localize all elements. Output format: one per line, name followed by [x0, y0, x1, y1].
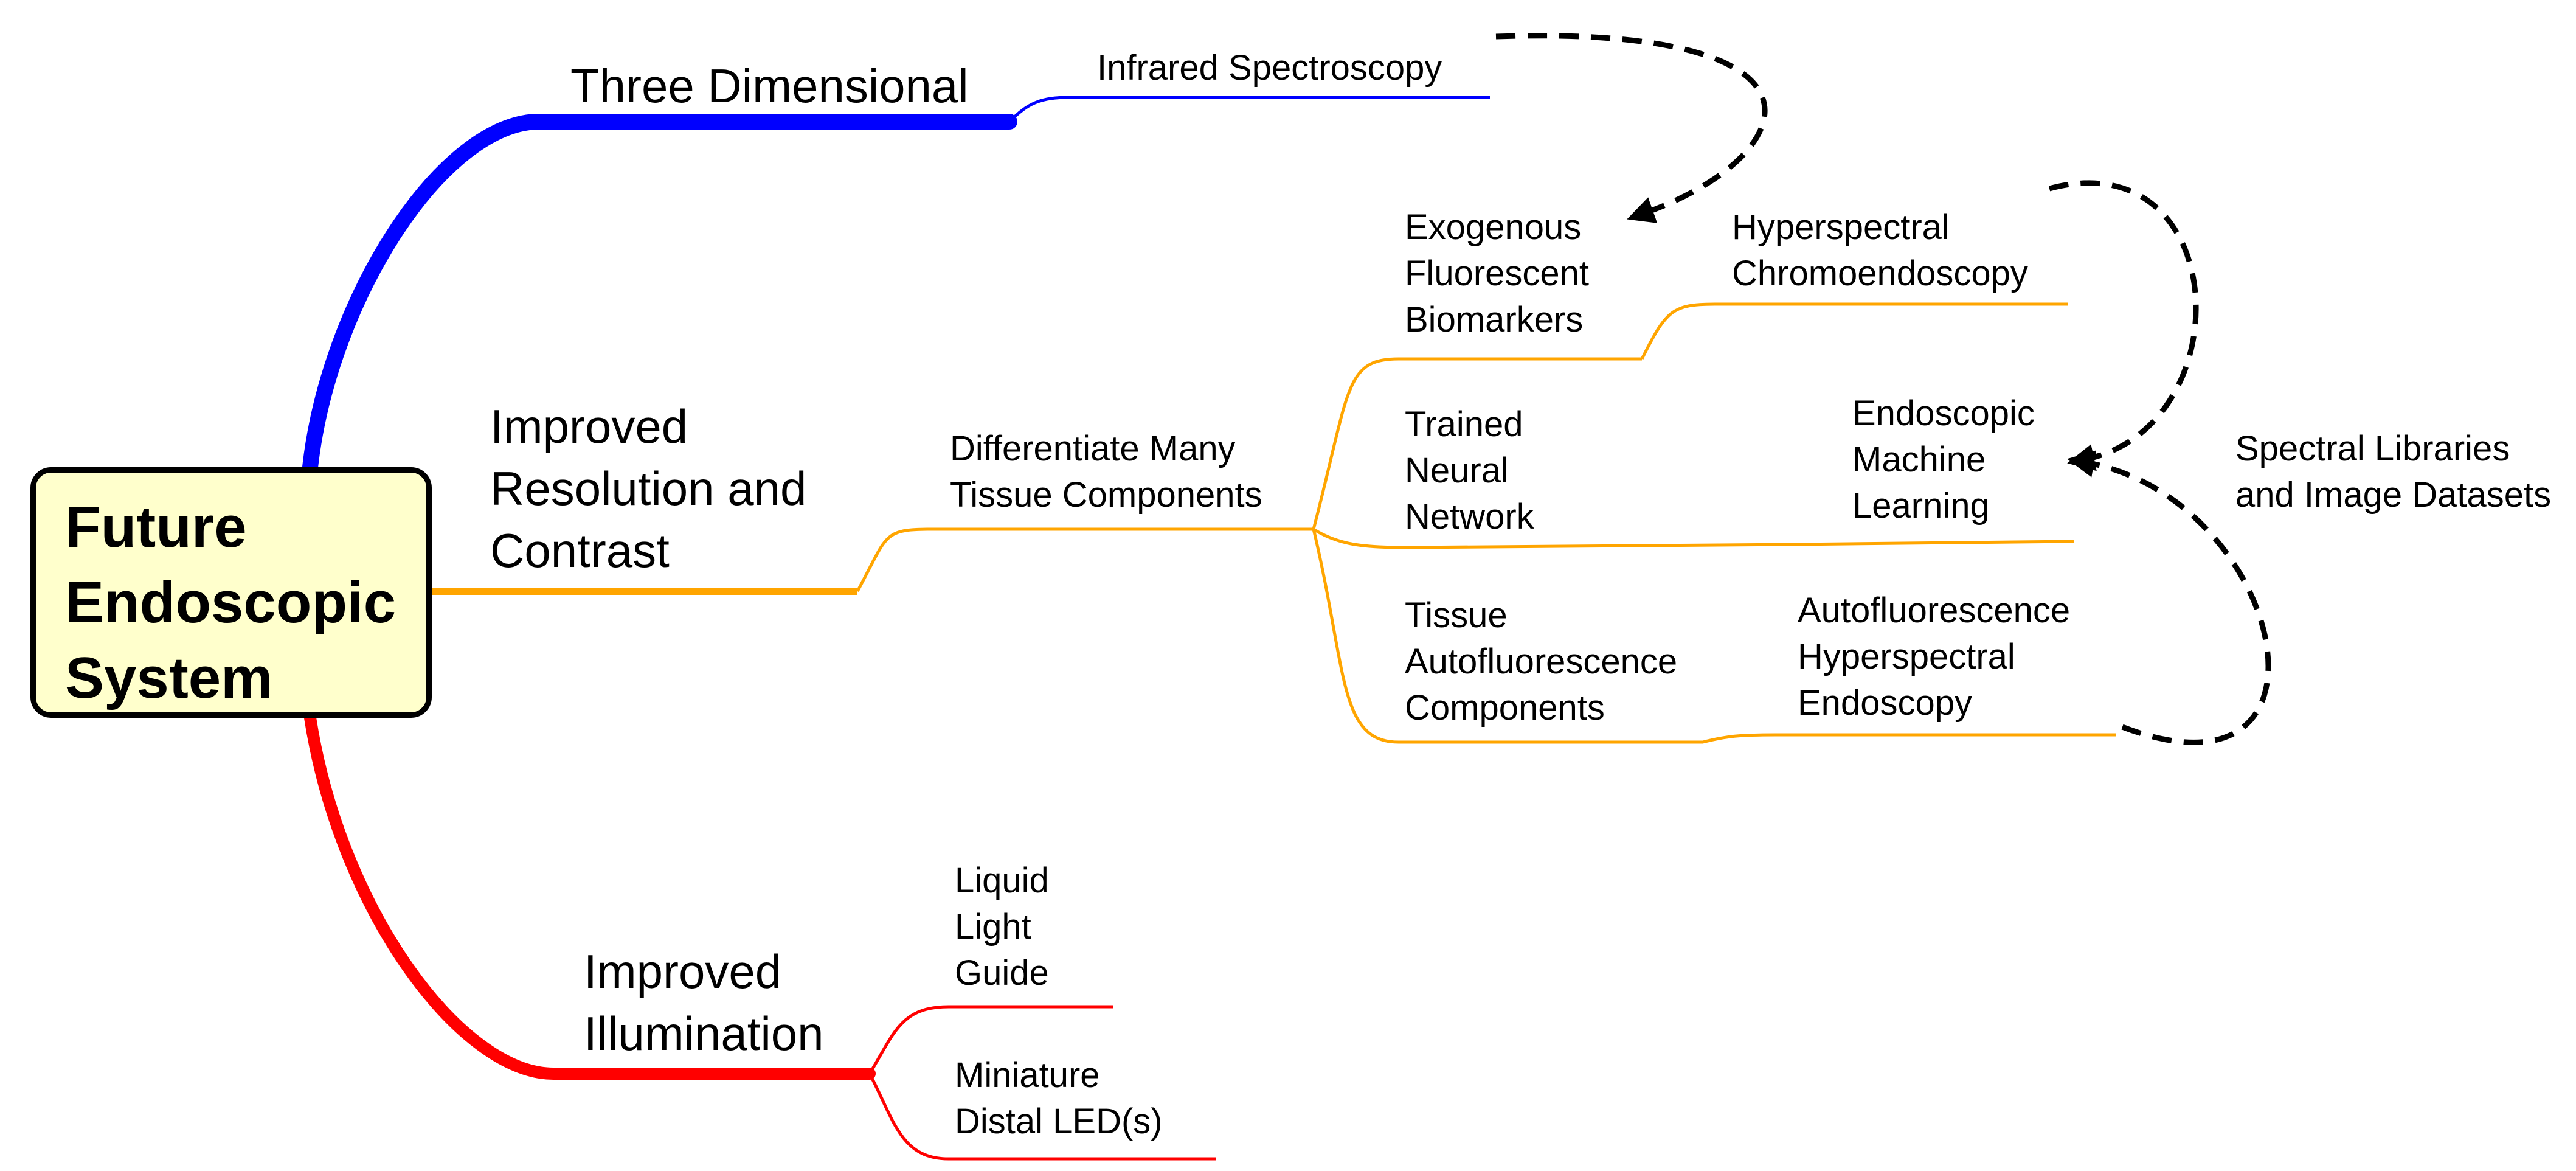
- branch-resolution-line: Improved: [490, 400, 688, 453]
- root-label: Future Endoscopic System: [65, 490, 396, 716]
- node-exogenous-line: Fluorescent: [1405, 254, 1590, 293]
- node-differentiate-line: Tissue Components: [950, 475, 1262, 515]
- root-label-line: System: [65, 645, 273, 711]
- node-learning-line: Machine: [1852, 440, 1986, 479]
- annotation-line: and Image Datasets: [2235, 475, 2552, 515]
- node-hyperspectral-chromo-line: Hyperspectral: [1732, 207, 1950, 247]
- branch-illumination-label: Improved Illumination: [584, 940, 824, 1065]
- connector-differentiate-autofluor: [1312, 529, 1703, 744]
- connector-differentiate-neural: [1312, 527, 2074, 549]
- branch-resolution-line: Resolution and: [490, 462, 807, 515]
- node-infrared-spectroscopy: Infrared Spectroscopy: [1097, 48, 1442, 88]
- connector-root-three-dimensional: [302, 114, 1017, 475]
- node-autofluor-line: Autofluorescence: [1405, 642, 1678, 681]
- node-differentiate-tissue: Differentiate Many Tissue Components: [950, 426, 1262, 518]
- node-trained-neural-network: Trained Neural Network: [1405, 401, 1534, 540]
- branch-resolution-line: Contrast: [490, 524, 670, 577]
- node-learning-line: Endoscopic: [1852, 394, 2035, 433]
- branch-three-dimensional-label: Three Dimensional: [570, 59, 969, 113]
- branch-illumination-line: Illumination: [584, 1007, 824, 1060]
- node-hyperspectral-chromo-line: Chromoendoscopy: [1732, 254, 2028, 293]
- root-label-line: Future: [65, 495, 247, 560]
- dashed-arrow-hyperspectral-to-learning: [2048, 180, 2199, 471]
- node-hyperspectral-chromoendoscopy: Hyperspectral Chromoendoscopy: [1732, 204, 2028, 297]
- node-autofluor-line: Tissue: [1405, 596, 1508, 635]
- node-autofluor-endo-line: Hyperspectral: [1798, 637, 2015, 676]
- node-neural-line: Neural: [1405, 451, 1509, 490]
- node-autofluor-endo-line: Autofluorescence: [1798, 591, 2071, 630]
- node-autofluor-line: Components: [1405, 688, 1605, 728]
- node-liquid-line: Guide: [955, 953, 1049, 993]
- node-differentiate-line: Differentiate Many: [950, 429, 1236, 468]
- branch-illumination-line: Improved: [584, 945, 782, 998]
- node-exogenous-biomarkers: Exogenous Fluorescent Biomarkers: [1405, 204, 1589, 343]
- node-led-line: Miniature: [955, 1055, 1100, 1095]
- node-liquid-line: Liquid: [955, 861, 1049, 900]
- root-node: Future Endoscopic System: [30, 467, 432, 718]
- annotation-spectral-libraries: Spectral Libraries and Image Datasets: [2235, 426, 2551, 518]
- connector-differentiate-exogenous: [1312, 357, 1642, 530]
- connector-illumination-led: [868, 1072, 1216, 1161]
- node-endoscopic-machine-learning: Endoscopic Machine Learning: [1852, 391, 2035, 529]
- node-liquid-line: Light: [955, 907, 1031, 947]
- node-liquid-light-guide: Liquid Light Guide: [955, 858, 1049, 996]
- node-autofluor-endo-line: Endoscopy: [1798, 683, 1972, 723]
- connector-exogenous-hyperspectral: [1640, 302, 2068, 360]
- connector-resolution-differentiate: [856, 527, 1314, 592]
- connector-autofluor-hyperspectral-endoscopy: [1702, 733, 2116, 744]
- node-autofluorescence-hyperspectral-endoscopy: Autofluorescence Hyperspectral Endoscopy: [1798, 588, 2070, 726]
- connector-root-illumination: [304, 712, 876, 1080]
- root-label-line: Endoscopic: [65, 570, 396, 635]
- node-neural-line: Network: [1405, 497, 1534, 537]
- node-learning-line: Learning: [1852, 486, 1990, 526]
- node-miniature-distal-led: Miniature Distal LED(s): [955, 1052, 1163, 1145]
- node-exogenous-line: Biomarkers: [1405, 300, 1584, 339]
- connector-illumination-liquid: [868, 1005, 1113, 1075]
- connector-three-dimensional-infrared: [1008, 96, 1490, 123]
- branch-resolution-label: Improved Resolution and Contrast: [490, 395, 806, 582]
- node-tissue-autofluorescence: Tissue Autofluorescence Components: [1405, 592, 1677, 731]
- dashed-arrow-infrared-to-exogenous: [1495, 33, 1768, 223]
- annotation-line: Spectral Libraries: [2235, 429, 2510, 468]
- node-neural-line: Trained: [1405, 405, 1523, 444]
- node-exogenous-line: Exogenous: [1405, 207, 1582, 247]
- node-led-line: Distal LED(s): [955, 1102, 1163, 1141]
